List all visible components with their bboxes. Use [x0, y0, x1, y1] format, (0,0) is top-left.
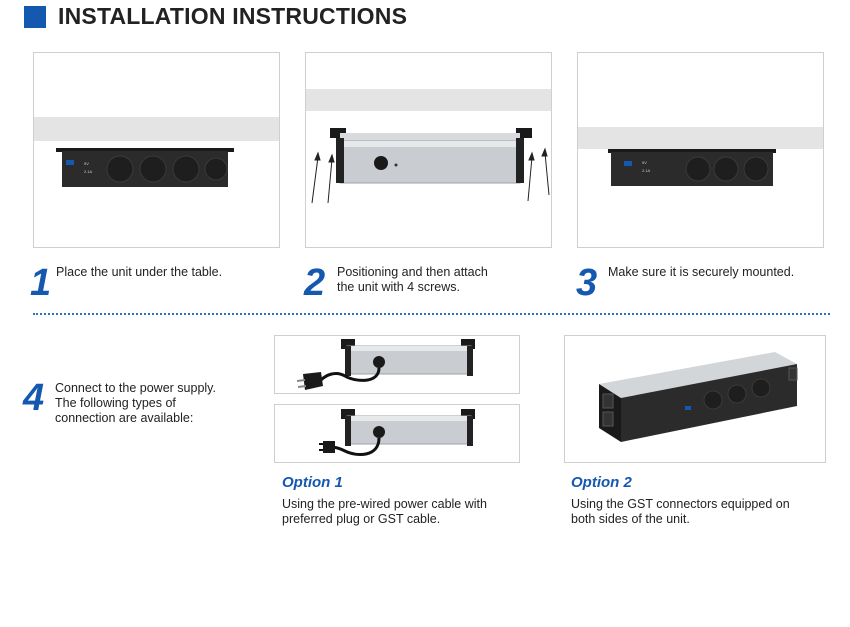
socket-icon	[685, 156, 711, 182]
svg-text:2.1A: 2.1A	[84, 169, 93, 174]
socket-unit: 5V 2.1A	[56, 148, 234, 187]
option1-title: Option 1	[282, 474, 343, 491]
option2-text-line2: both sides of the unit.	[571, 512, 690, 526]
option1-image-gst	[274, 404, 520, 463]
step-number-4: 4	[23, 377, 45, 419]
table-top	[578, 127, 823, 149]
step2-image	[305, 52, 552, 248]
title-square-icon	[24, 6, 46, 28]
svg-text:5V: 5V	[642, 160, 647, 165]
option2-text: Using the GST connectors equipped on bot…	[571, 497, 790, 527]
socket-icon	[204, 157, 228, 181]
table-top	[306, 89, 551, 111]
option1-text-line1: Using the pre-wired power cable with	[282, 497, 487, 511]
step3-text: Make sure it is securely mounted.	[608, 265, 795, 279]
step2-text: Positioning and then attach the unit wit…	[337, 265, 488, 295]
socket-unit-side	[330, 128, 532, 184]
step-number-1: 1	[30, 262, 52, 304]
option1-image-plug	[274, 335, 520, 394]
option1-text: Using the pre-wired power cable with pre…	[282, 497, 487, 527]
socket-icon	[172, 155, 200, 183]
socket-icon	[106, 155, 134, 183]
option2-title: Option 2	[571, 474, 632, 491]
socket-icon	[727, 384, 747, 404]
cable-gland-icon	[373, 426, 385, 438]
step2-text-line1: Positioning and then attach	[337, 265, 488, 279]
step4-text: Connect to the power supply. The followi…	[55, 381, 216, 426]
usb-port-icon	[624, 161, 632, 166]
svg-text:5V: 5V	[84, 161, 89, 166]
option1-text-line2: preferred plug or GST cable.	[282, 512, 441, 526]
socket-unit: 5V 2.1A	[608, 149, 776, 186]
step1-image: 5V 2.1A	[33, 52, 280, 248]
socket-icon	[703, 390, 723, 410]
usb-port-icon	[685, 406, 691, 410]
usb-port-icon	[66, 160, 74, 165]
arrow-up-icon	[311, 147, 550, 204]
table-top	[34, 117, 279, 141]
step1-text: Place the unit under the table.	[56, 265, 223, 279]
step-number-3: 3	[576, 262, 598, 304]
socket-icon	[751, 378, 771, 398]
step3-image: 5V 2.1A	[577, 52, 824, 248]
cable-gland-icon	[373, 356, 385, 368]
socket-icon	[743, 156, 769, 182]
step4-text-line1: Connect to the power supply.	[55, 381, 216, 395]
power-plug-icon	[296, 372, 323, 390]
socket-icon	[139, 155, 167, 183]
page-title: INSTALLATION INSTRUCTIONS	[58, 3, 408, 29]
step-number-2: 2	[304, 262, 326, 304]
gst-plug-icon	[319, 441, 335, 453]
cable-gland-icon	[374, 156, 388, 170]
step4-text-line3: connection are available:	[55, 411, 194, 425]
socket-icon	[713, 156, 739, 182]
step4-text-line2: The following types of	[55, 396, 176, 410]
svg-text:2.1A: 2.1A	[642, 168, 651, 173]
option2-image	[564, 335, 826, 463]
option2-text-line1: Using the GST connectors equipped on	[571, 497, 790, 511]
section-divider	[33, 313, 830, 315]
step2-text-line2: the unit with 4 screws.	[337, 280, 460, 294]
